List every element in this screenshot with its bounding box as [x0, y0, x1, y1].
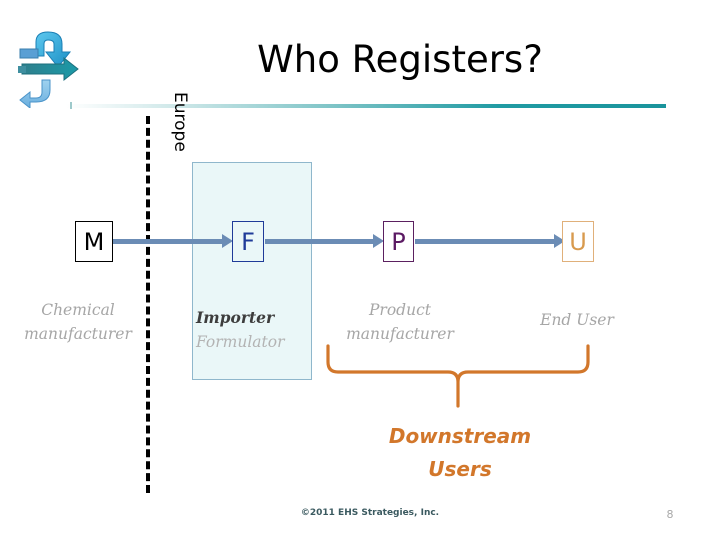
- arrow-head-m-to-f: [222, 234, 233, 248]
- arrow-head-f-to-p: [373, 234, 384, 248]
- downstream-users-label: Downstream Users: [340, 420, 580, 486]
- entity-box-formulator[interactable]: F: [232, 221, 264, 262]
- company-logo-icon: [8, 22, 90, 110]
- entity-box-manufacturer[interactable]: M: [75, 221, 113, 262]
- caption-line-formulator: Formulator: [196, 333, 285, 352]
- entity-box-product-manufacturer[interactable]: P: [383, 221, 414, 262]
- caption-product-manufacturer: Product manufacturer: [330, 298, 470, 346]
- caption-line-product: Product: [369, 301, 431, 319]
- caption-end-user: End User: [512, 308, 642, 332]
- caption-line-importer: Importer: [196, 308, 275, 327]
- caption-line-chemical: Chemical: [41, 301, 115, 319]
- caption-line-manufacturer: manufacturer: [24, 325, 132, 344]
- caption-importer-formulator: Importer Formulator: [196, 306, 311, 354]
- caption-line-end-user: End User: [540, 311, 614, 329]
- entity-code-u: U: [569, 227, 587, 256]
- europe-boundary-divider: [146, 116, 150, 493]
- title-divider-rule: [66, 104, 666, 108]
- arrow-m-to-f: [112, 239, 224, 244]
- downstream-users-brace: [318, 340, 598, 412]
- entity-code-p: P: [391, 227, 406, 256]
- arrow-f-to-p: [265, 239, 375, 244]
- page-title: Who Registers?: [257, 38, 543, 81]
- caption-chemical-manufacturer: Chemical manufacturer: [8, 298, 148, 346]
- entity-box-end-user[interactable]: U: [562, 221, 594, 262]
- title-rule-tick: [70, 102, 72, 109]
- entity-code-m: M: [83, 227, 105, 256]
- europe-region-label: Europe: [170, 92, 190, 152]
- europe-region-box: [192, 162, 312, 380]
- arrow-head-p-to-u: [554, 234, 565, 248]
- entity-code-f: F: [241, 227, 255, 256]
- arrow-p-to-u: [415, 239, 556, 244]
- caption-line-product-manufacturer: manufacturer: [346, 325, 454, 344]
- page-number: 8: [666, 508, 674, 521]
- copyright-notice: ©2011 EHS Strategies, Inc.: [300, 508, 440, 518]
- downstream-label-line2: Users: [428, 457, 492, 481]
- downstream-label-line1: Downstream: [388, 424, 532, 448]
